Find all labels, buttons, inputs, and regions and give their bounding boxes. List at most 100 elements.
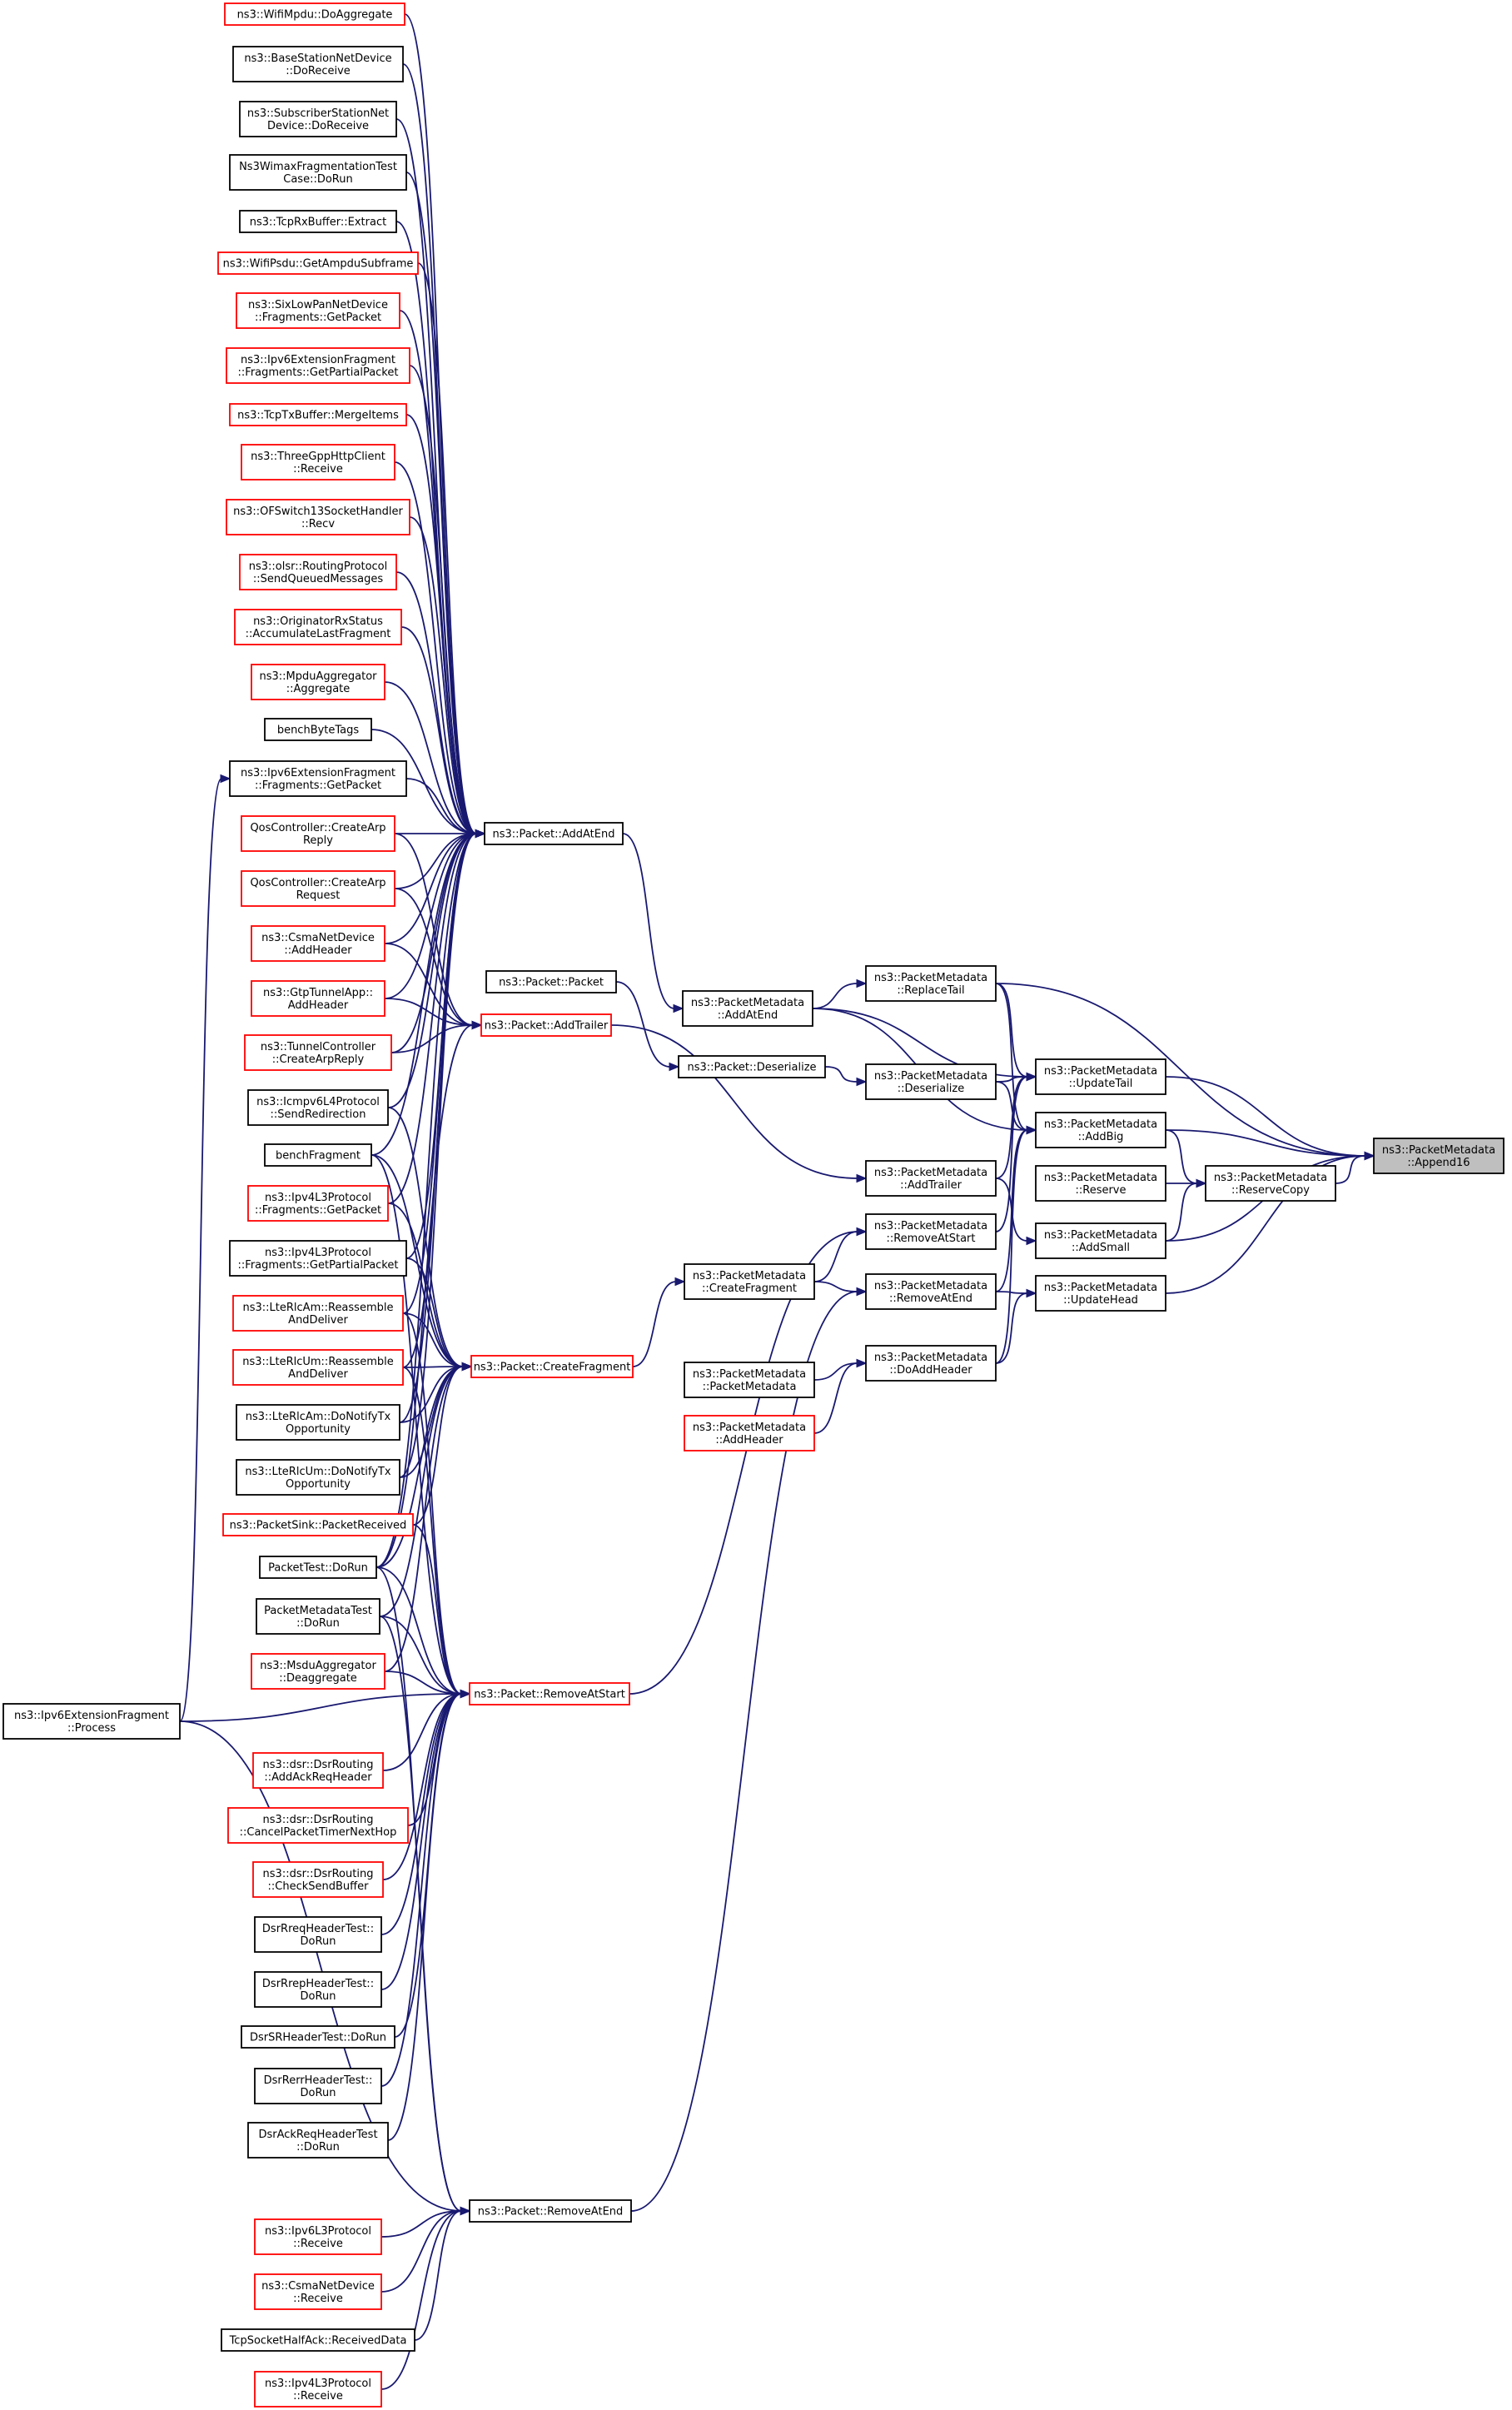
- node-update-head[interactable]: ns3::PacketMetadata::UpdateHead: [1035, 1275, 1166, 1312]
- node-box[interactable]: [865, 965, 997, 1002]
- node-box[interactable]: [236, 1459, 400, 1496]
- node-box[interactable]: [226, 347, 410, 384]
- node-pkt-deserialize[interactable]: ns3::Packet::Deserialize: [678, 1055, 826, 1078]
- node-box[interactable]: [254, 2068, 382, 2104]
- node-c-ipv6extpartial[interactable]: ns3::Ipv6ExtensionFragment::Fragments::G…: [226, 347, 410, 384]
- node-pkt-add-trailer[interactable]: ns3::Packet::AddTrailer: [480, 1013, 612, 1037]
- node-c-olsr[interactable]: ns3::olsr::RoutingProtocol::SendQueuedMe…: [239, 554, 397, 590]
- node-box[interactable]: [1373, 1138, 1505, 1174]
- node-pm-create-fragment[interactable]: ns3::PacketMetadata::CreateFragment: [684, 1263, 815, 1300]
- node-c-ipv6extprocess[interactable]: ns3::Ipv6ExtensionFragment::Process: [2, 1703, 181, 1740]
- node-pm-add-at-end[interactable]: ns3::PacketMetadata::AddAtEnd: [682, 990, 813, 1027]
- node-c-csmareceive[interactable]: ns3::CsmaNetDevice::Receive: [254, 2273, 382, 2310]
- node-c-dsrcancel[interactable]: ns3::dsr::DsrRouting::CancelPacketTimerN…: [227, 1807, 409, 1844]
- node-box[interactable]: [232, 1349, 404, 1386]
- node-replace-tail[interactable]: ns3::PacketMetadata::ReplaceTail: [865, 965, 997, 1002]
- node-box[interactable]: [254, 2371, 382, 2408]
- node-c-csmaaddheader[interactable]: ns3::CsmaNetDevice::AddHeader: [251, 925, 385, 962]
- node-c-gtptunnel[interactable]: ns3::GtpTunnelApp::AddHeader: [251, 980, 385, 1017]
- node-pm-add-trailer[interactable]: ns3::PacketMetadata::AddTrailer: [865, 1160, 997, 1197]
- node-box[interactable]: [241, 870, 395, 907]
- node-box[interactable]: [469, 2199, 632, 2223]
- node-box[interactable]: [217, 251, 419, 275]
- node-box[interactable]: [485, 970, 617, 993]
- node-box[interactable]: [241, 444, 395, 481]
- node-reserve[interactable]: ns3::PacketMetadata::Reserve: [1035, 1165, 1166, 1202]
- node-c-dsrrreq[interactable]: DsrRreqHeaderTest::DoRun: [254, 1916, 382, 1953]
- node-c-ipv6receive[interactable]: ns3::Ipv6L3Protocol::Receive: [254, 2218, 382, 2255]
- node-box[interactable]: [1035, 1275, 1166, 1312]
- node-pm-remove-at-start[interactable]: ns3::PacketMetadata::RemoveAtStart: [865, 1213, 997, 1250]
- node-box[interactable]: [234, 609, 402, 645]
- node-pm-packet-metadata[interactable]: ns3::PacketMetadata::PacketMetadata: [684, 1362, 815, 1398]
- node-box[interactable]: [229, 154, 407, 191]
- node-box[interactable]: [684, 1415, 815, 1451]
- node-box[interactable]: [239, 554, 397, 590]
- node-c-msduagg[interactable]: ns3::MsduAggregator::Deaggregate: [251, 1653, 385, 1690]
- node-pkt-add-at-end[interactable]: ns3::Packet::AddAtEnd: [484, 822, 624, 845]
- node-box[interactable]: [1035, 1058, 1166, 1095]
- node-box[interactable]: [480, 1013, 612, 1037]
- node-box[interactable]: [678, 1055, 826, 1078]
- node-box[interactable]: [241, 815, 395, 852]
- node-c-ssnd[interactable]: ns3::SubscriberStationNetDevice::DoRecei…: [239, 101, 397, 137]
- node-c-ipv4fragpartial[interactable]: ns3::Ipv4L3Protocol::Fragments::GetParti…: [229, 1240, 407, 1277]
- node-pm-add-header[interactable]: ns3::PacketMetadata::AddHeader: [684, 1415, 815, 1451]
- node-box[interactable]: [232, 1295, 404, 1332]
- node-c-ipv4fragget[interactable]: ns3::Ipv4L3Protocol::Fragments::GetPacke…: [247, 1185, 389, 1222]
- node-box[interactable]: [252, 1861, 384, 1898]
- node-pm-do-add-header[interactable]: ns3::PacketMetadata::DoAddHeader: [865, 1345, 997, 1382]
- node-c-packettest[interactable]: PacketTest::DoRun: [259, 1556, 377, 1579]
- node-box[interactable]: [2, 1703, 181, 1740]
- node-box[interactable]: [254, 1916, 382, 1953]
- node-c-originator[interactable]: ns3::OriginatorRxStatus::AccumulateLastF…: [234, 609, 402, 645]
- node-c-tcprx[interactable]: ns3::TcpRxBuffer::Extract: [239, 210, 397, 233]
- node-update-tail[interactable]: ns3::PacketMetadata::UpdateTail: [1035, 1058, 1166, 1095]
- node-box[interactable]: [227, 1807, 409, 1844]
- node-box[interactable]: [1035, 1165, 1166, 1202]
- node-c-benchbyte[interactable]: benchByteTags: [264, 718, 372, 741]
- node-pkt-packet[interactable]: ns3::Packet::Packet: [485, 970, 617, 993]
- node-box[interactable]: [239, 210, 397, 233]
- node-pm-remove-at-end[interactable]: ns3::PacketMetadata::RemoveAtEnd: [865, 1273, 997, 1310]
- node-box[interactable]: [470, 1355, 634, 1378]
- node-box[interactable]: [247, 2122, 389, 2159]
- node-box[interactable]: [251, 1653, 385, 1690]
- node-c-threegpp[interactable]: ns3::ThreeGppHttpClient::Receive: [241, 444, 395, 481]
- node-box[interactable]: [236, 292, 400, 329]
- node-box[interactable]: [224, 2, 405, 26]
- node-pm-deserialize[interactable]: ns3::PacketMetadata::Deserialize: [865, 1063, 997, 1100]
- node-c-wifipsdu[interactable]: ns3::WifiPsdu::GetAmpduSubframe: [217, 251, 419, 275]
- node-box[interactable]: [1035, 1222, 1166, 1259]
- node-c-tcptx[interactable]: ns3::TcpTxBuffer::MergeItems: [229, 403, 407, 426]
- node-c-dsrackreq[interactable]: ns3::dsr::DsrRouting::AddAckReqHeader: [252, 1752, 384, 1789]
- node-box[interactable]: [251, 664, 385, 700]
- node-box[interactable]: [232, 46, 404, 82]
- node-pkt-create-fragment[interactable]: ns3::Packet::CreateFragment: [470, 1355, 634, 1378]
- node-pkt-remove-at-start[interactable]: ns3::Packet::RemoveAtStart: [469, 1682, 630, 1705]
- node-box[interactable]: [229, 760, 407, 797]
- node-c-ipv4receive[interactable]: ns3::Ipv4L3Protocol::Receive: [254, 2371, 382, 2408]
- node-c-dsrackreqtest[interactable]: DsrAckReqHeaderTest::DoRun: [247, 2122, 389, 2159]
- node-box[interactable]: [236, 1404, 400, 1441]
- node-root[interactable]: ns3::PacketMetadata::Append16: [1373, 1138, 1505, 1174]
- node-c-wifimpdu[interactable]: ns3::WifiMpdu::DoAggregate: [224, 2, 405, 26]
- node-reserve-copy[interactable]: ns3::PacketMetadata::ReserveCopy: [1205, 1165, 1336, 1202]
- node-box[interactable]: [251, 980, 385, 1017]
- node-box[interactable]: [1205, 1165, 1336, 1202]
- node-box[interactable]: [484, 822, 624, 845]
- node-box[interactable]: [264, 718, 372, 741]
- node-c-tcphalfack[interactable]: TcpSocketHalfAck::ReceivedData: [221, 2328, 415, 2352]
- node-box[interactable]: [865, 1063, 997, 1100]
- node-box[interactable]: [1035, 1112, 1166, 1148]
- node-c-packetsink[interactable]: ns3::PacketSink::PacketReceived: [222, 1513, 414, 1536]
- node-box[interactable]: [239, 101, 397, 137]
- node-box[interactable]: [226, 499, 410, 535]
- node-box[interactable]: [865, 1213, 997, 1250]
- node-box[interactable]: [264, 1143, 372, 1167]
- node-box[interactable]: [247, 1089, 389, 1126]
- node-box[interactable]: [244, 1034, 392, 1071]
